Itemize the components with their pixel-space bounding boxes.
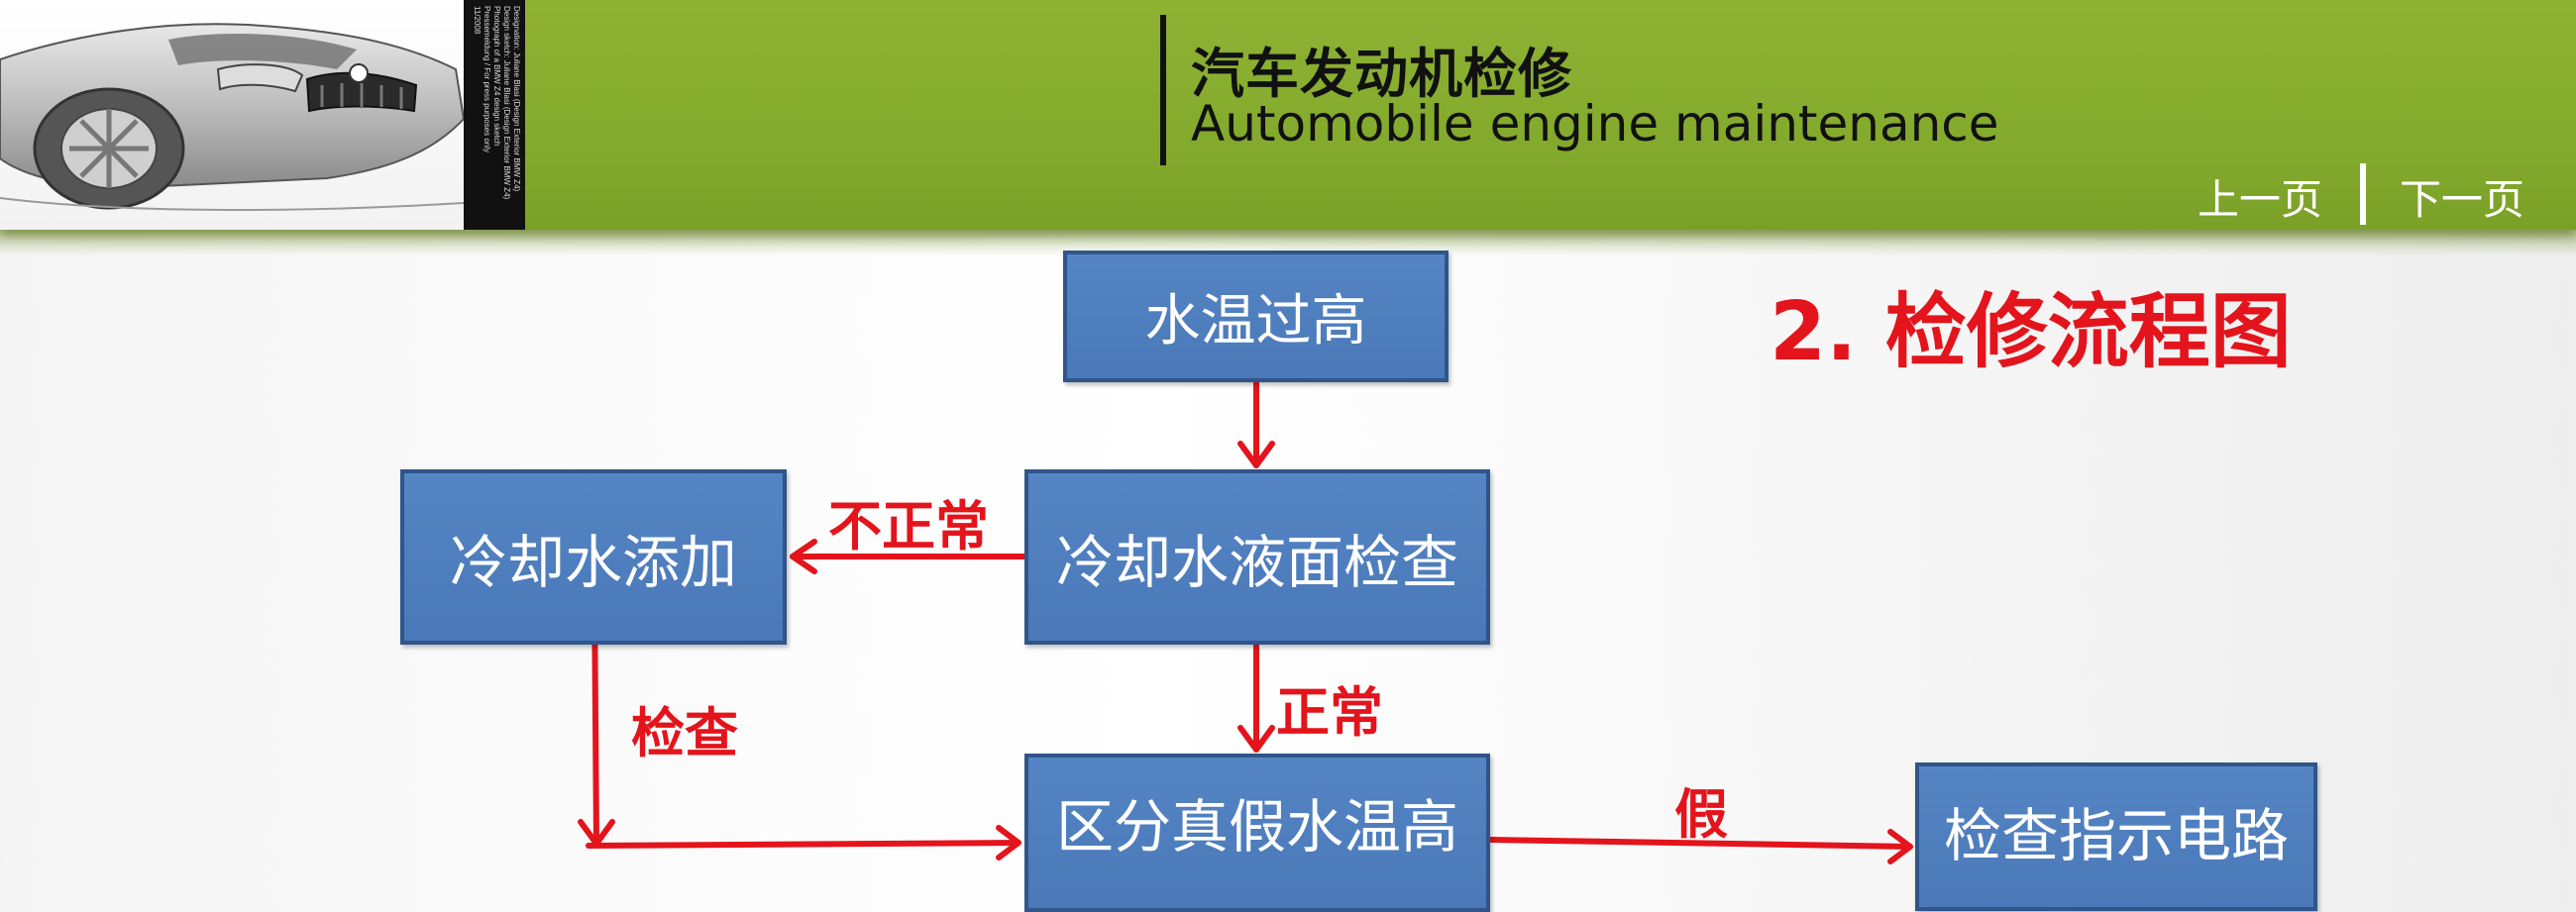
- edge-label-check: 检查: [631, 702, 738, 764]
- section-title: 2. 检修流程图: [1770, 285, 2292, 379]
- arrow-temp-to-level: [1237, 380, 1275, 468]
- arrow-add-to-distinguish: [586, 825, 1021, 861]
- car-sketch-icon: [0, 23, 464, 211]
- arrow-level-to-add: [790, 539, 1027, 574]
- node-water-temp-high: 水温过高: [1063, 251, 1449, 382]
- title-divider: [1160, 15, 1166, 165]
- edge-label-abnormal: 不正常: [828, 495, 989, 557]
- node-distinguish-temp: 区分真假水温高: [1024, 754, 1490, 912]
- photo-credit-strip: Designation: Juliane Blasi (Design Exter…: [464, 0, 525, 230]
- node-add-coolant: 冷却水添加: [400, 469, 787, 645]
- arrow-distinguish-to-indicator: [1488, 829, 1913, 864]
- page-title-english: Automobile engine maintenance: [1191, 95, 1999, 152]
- page-title-chinese: 汽车发动机检修: [1191, 43, 1572, 105]
- node-check-indicator-circuit: 检查指示电路: [1915, 762, 2317, 911]
- next-page-link[interactable]: 下一页: [2400, 175, 2525, 224]
- car-sketch-image: [0, 0, 464, 230]
- nav-divider: [2360, 163, 2366, 225]
- edge-label-fake: 假: [1674, 783, 1728, 846]
- header-banner: Designation: Juliane Blasi (Design Exter…: [0, 0, 2576, 230]
- edge-label-normal: 正常: [1276, 681, 1383, 744]
- node-coolant-level-check: 冷却水液面检查: [1024, 469, 1490, 645]
- prev-page-link[interactable]: 上一页: [2198, 175, 2323, 224]
- arrow-level-to-distinguish: [1237, 643, 1275, 753]
